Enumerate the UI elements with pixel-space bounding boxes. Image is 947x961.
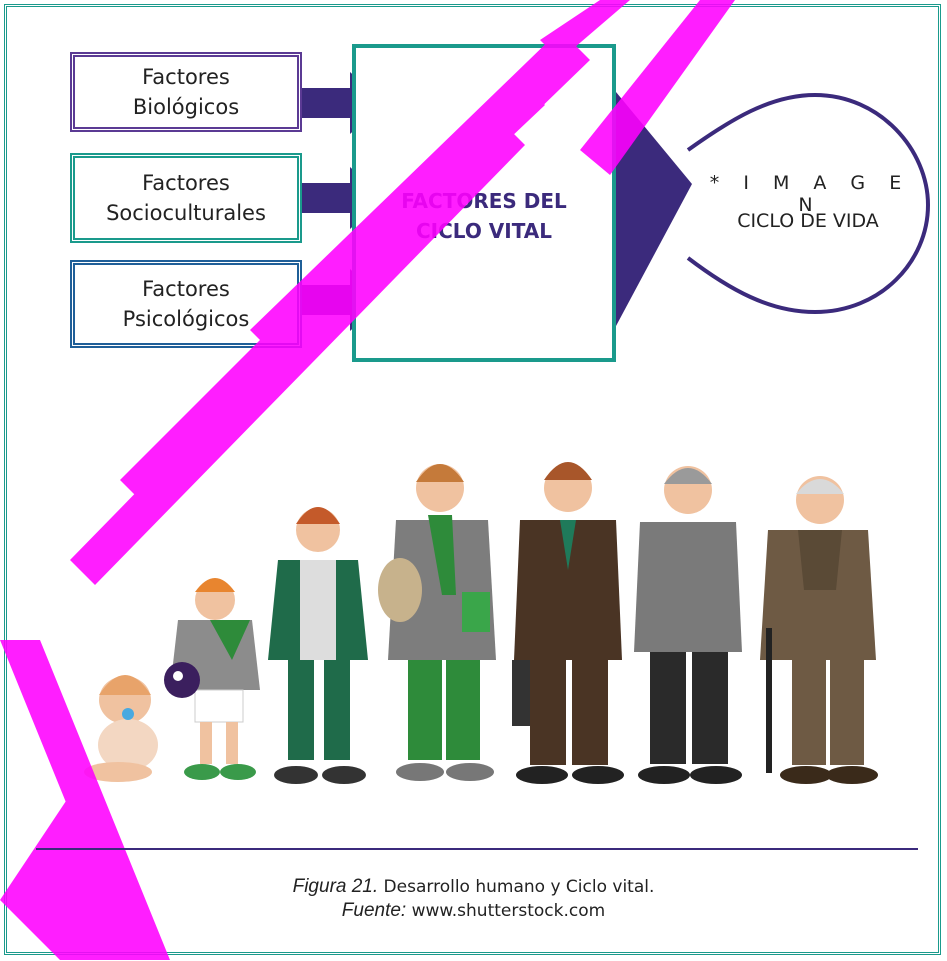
child-figure <box>164 578 260 780</box>
factor-box-socioculturales: Factores Socioculturales <box>70 153 302 243</box>
image-placeholder-line1: * I M A G E N <box>709 172 911 216</box>
image-placeholder-line2: CICLO DE VIDA <box>737 210 879 232</box>
factor-label-2: Socioculturales <box>106 201 266 225</box>
factor-label-2: Biológicos <box>132 95 240 119</box>
factor-label-1: Factores <box>142 171 230 195</box>
life-cycle-loop <box>686 92 931 315</box>
middle-aged-figure <box>634 466 742 784</box>
teen-figure <box>268 507 368 784</box>
factor-label-1: Factores <box>142 277 230 301</box>
figure-caption: Figura 21. Desarrollo humano y Ciclo vit… <box>0 876 947 898</box>
factor-label-1: Factores <box>142 65 230 89</box>
output-triangle <box>616 92 692 326</box>
young-adult-figure <box>378 464 496 781</box>
figure-text: Desarrollo humano y Ciclo vital. <box>378 877 655 897</box>
adult-figure <box>512 462 624 784</box>
source-caption: Fuente: www.shutterstock.com <box>0 900 947 922</box>
source-text: www.shutterstock.com <box>406 901 606 921</box>
baby-figure <box>84 675 158 782</box>
elderly-figure <box>760 476 878 784</box>
page-frame <box>4 4 941 955</box>
factor-label-2: Psicológicos <box>122 307 250 331</box>
source-label: Fuente: <box>341 900 407 921</box>
caption-divider <box>36 848 918 850</box>
figure-label: Figura 21. <box>292 876 379 897</box>
factor-box-biologicos: Factores Biológicos <box>70 52 302 132</box>
